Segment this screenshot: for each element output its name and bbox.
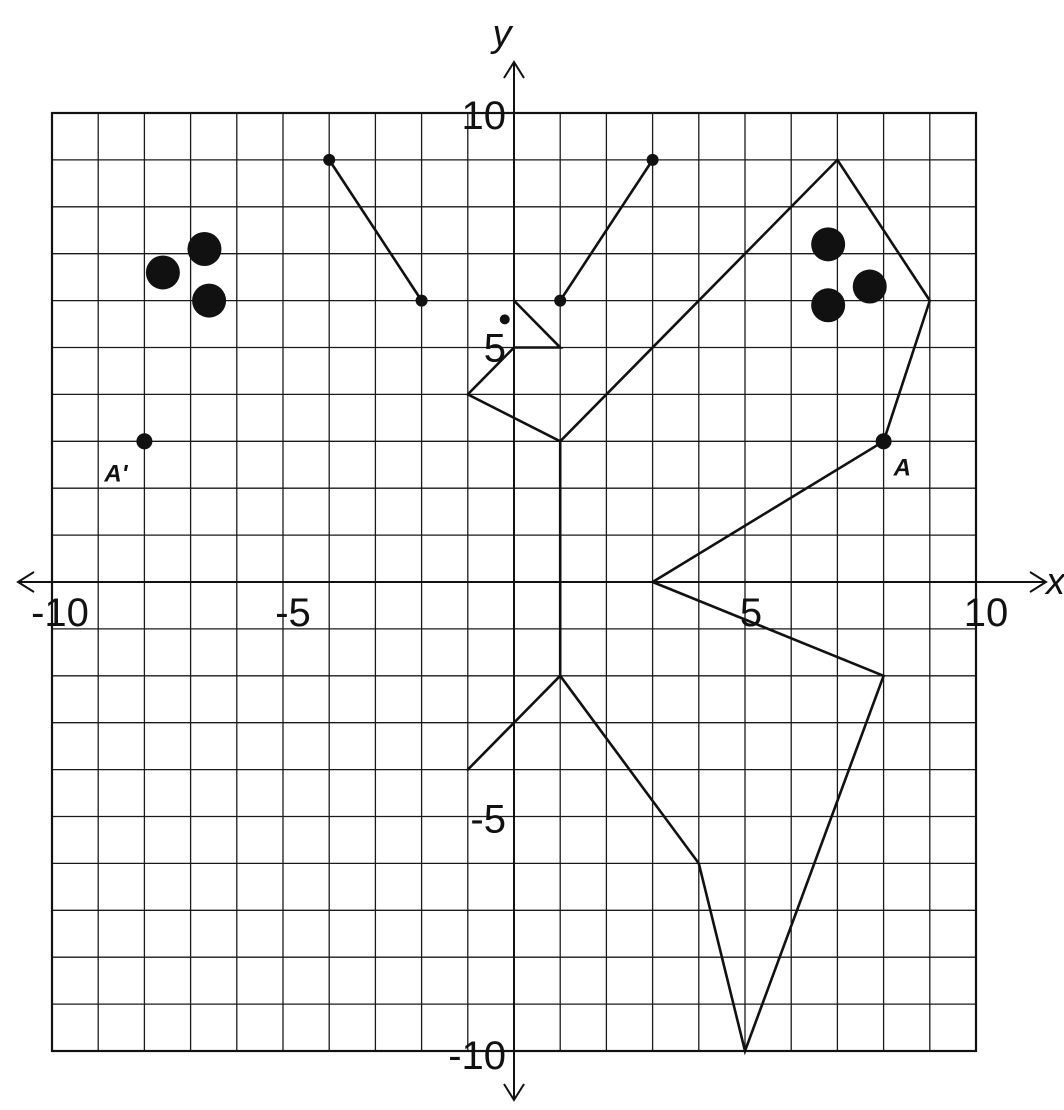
y-axis-arrow-down: [503, 1083, 525, 1102]
point-a-dot: [875, 433, 892, 450]
figure-outline: [465, 157, 932, 1056]
y-tick-label-neg10: -10: [448, 1034, 506, 1078]
wing-spot-right: [811, 288, 846, 323]
y-tick-label-10: 10: [462, 94, 507, 138]
figure-dots: [136, 153, 892, 450]
wing-spot-left: [192, 283, 227, 318]
x-axis-arrow-right: [1029, 571, 1048, 593]
y-tick-label-neg5: -5: [470, 798, 506, 842]
x-axis-arrow-left: [16, 571, 35, 593]
ink-mark: [499, 314, 510, 325]
point-a-label: A: [893, 454, 911, 481]
antenna-right-line: [558, 158, 654, 302]
antenna-tip-dot: [646, 153, 659, 166]
x-tick-label-5: 5: [740, 591, 762, 635]
x-tick-label-neg10: -10: [31, 591, 89, 635]
wing-spot-left: [145, 255, 180, 290]
point-a-prime-label: A': [103, 460, 128, 487]
y-tick-label-5: 5: [484, 327, 506, 371]
antenna-tip-dot: [415, 294, 428, 307]
wing-spot-right: [811, 227, 846, 262]
axes: [16, 60, 1048, 1102]
antenna-tip-dot: [323, 153, 336, 166]
reflection-figure: [327, 157, 932, 1056]
x-tick-label-10: 10: [964, 591, 1009, 635]
wing-spot-left: [187, 232, 222, 267]
antenna-left-line: [327, 158, 423, 302]
x-axis-name: x: [1044, 561, 1064, 603]
point-a-prime-dot: [136, 433, 153, 450]
y-axis-name: y: [490, 13, 514, 55]
y-axis-arrow-up: [503, 60, 525, 79]
x-tick-label-neg5: -5: [275, 591, 311, 635]
wing-spot-right: [852, 269, 887, 304]
antenna-tip-dot: [554, 294, 567, 307]
